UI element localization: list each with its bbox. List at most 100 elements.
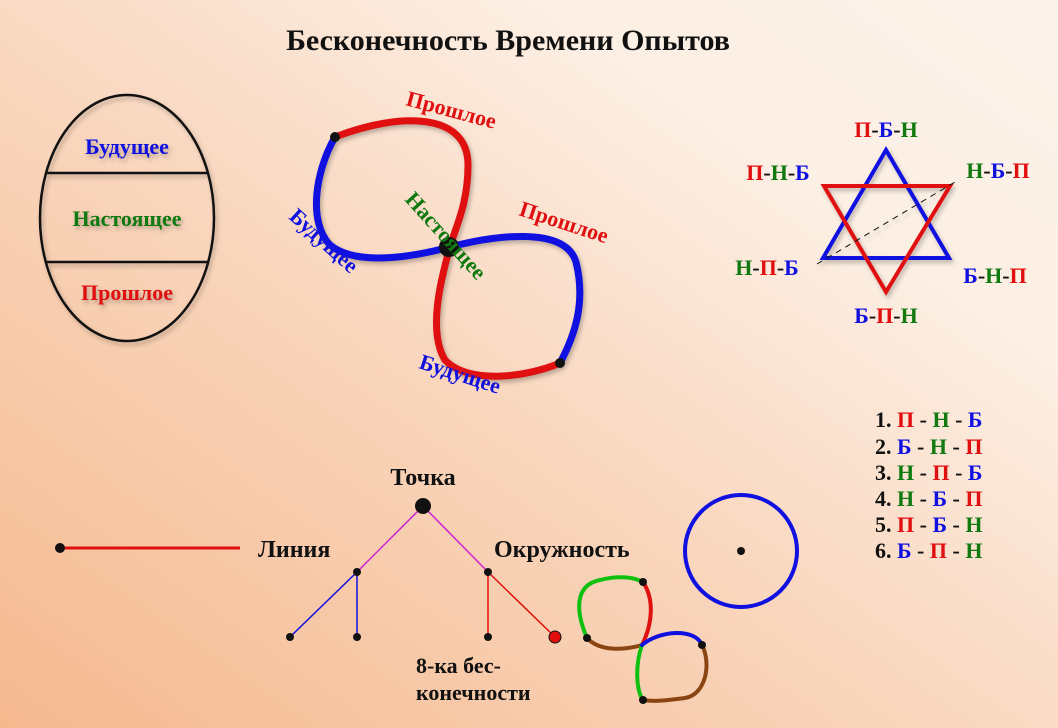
circle-shape xyxy=(683,493,799,609)
oval-future-label: Будущее xyxy=(85,134,169,159)
letter-token: Б xyxy=(879,117,894,142)
letter-token: Б xyxy=(854,303,869,328)
tree-branch xyxy=(356,505,424,573)
dimension-tree: Точка Линия Окружность 8-ка бес- конечно… xyxy=(55,465,799,705)
letter-token: - xyxy=(763,160,770,185)
letter-token: П xyxy=(965,486,982,511)
letter-token: П xyxy=(876,303,893,328)
letter-token: - xyxy=(947,538,965,563)
eight-arc-blue xyxy=(640,631,704,647)
tree-branch xyxy=(422,505,489,573)
oval-outline xyxy=(38,93,216,343)
tree-branch xyxy=(487,571,556,638)
past-arc-top xyxy=(331,117,472,251)
circle-label: Окружность xyxy=(494,537,630,563)
letter-token: Б xyxy=(932,512,947,537)
star-label-top: П-Б-Н xyxy=(854,117,917,142)
future-arc-right xyxy=(446,232,584,367)
letter-token: П xyxy=(746,160,763,185)
letter-token: П xyxy=(1010,263,1027,288)
star-label-bottom: Б-П-Н xyxy=(854,303,917,328)
star-label-lower-left: Н-П-Б xyxy=(735,255,798,280)
letter-token: Б xyxy=(795,160,810,185)
eight-arc-red xyxy=(640,580,653,647)
eight-arc-green xyxy=(635,643,645,702)
letter-token: 1. xyxy=(875,407,897,432)
eight-label-line1: 8-ка бес- xyxy=(416,653,501,678)
letter-token: - xyxy=(752,255,759,280)
letter-token: - xyxy=(912,538,930,563)
lemniscate xyxy=(312,117,584,380)
letter-token: П xyxy=(965,434,982,459)
eight-label-line2: конечности xyxy=(416,680,531,705)
eight-arc-brown xyxy=(641,643,709,703)
letter-token: - xyxy=(947,486,965,511)
letter-token: - xyxy=(978,263,985,288)
letter-token: Н xyxy=(932,407,949,432)
list-item: 3. Н - П - Б xyxy=(875,460,982,485)
letter-token: Б xyxy=(784,255,799,280)
tree-node xyxy=(484,633,492,641)
letter-token: - xyxy=(914,407,932,432)
letter-token: Н xyxy=(771,160,788,185)
letter-token: 2. xyxy=(875,434,897,459)
eight-node xyxy=(639,578,647,586)
hexagram xyxy=(816,146,956,296)
tree-node xyxy=(353,633,361,641)
letter-token: - xyxy=(869,303,876,328)
tree-node xyxy=(353,568,361,576)
star-label-lower-right: Б-Н-П xyxy=(963,263,1026,288)
letter-token: - xyxy=(914,486,932,511)
letter-token: П xyxy=(897,407,914,432)
letter-token: П xyxy=(854,117,871,142)
letter-token: - xyxy=(893,117,900,142)
oval-past-label: Прошлое xyxy=(81,280,173,305)
time-oval: Будущее Настоящее Прошлое xyxy=(38,93,216,343)
tree-node xyxy=(484,568,492,576)
letter-token: Н xyxy=(930,434,947,459)
tree-node-red xyxy=(548,630,562,644)
letter-token: Б xyxy=(968,407,983,432)
letter-token: 4. xyxy=(875,486,897,511)
star-label-upper-left: П-Н-Б xyxy=(746,160,809,185)
letter-token: - xyxy=(893,303,900,328)
list-item: 6. Б - П - Н xyxy=(875,538,982,563)
letter-token: Б xyxy=(963,263,978,288)
future-arc-left xyxy=(312,133,454,262)
letter-token: Б xyxy=(932,486,947,511)
letter-token: Н xyxy=(965,538,982,563)
letter-token: - xyxy=(950,460,968,485)
lemniscate-future-bottom-label: Будущее xyxy=(416,349,504,399)
dashed-diagonal xyxy=(816,181,956,265)
letter-token: Н xyxy=(901,117,918,142)
letter-token: - xyxy=(950,407,968,432)
list-item: 1. П - Н - Б xyxy=(875,407,982,432)
letter-token: - xyxy=(983,158,990,183)
oval-present-label: Настоящее xyxy=(73,206,182,231)
letter-token: - xyxy=(912,434,930,459)
eight-arc-brown xyxy=(585,636,644,651)
eight-node xyxy=(583,634,591,642)
tree-branch xyxy=(289,571,358,638)
letter-token: - xyxy=(788,160,795,185)
letter-token: Н xyxy=(897,486,914,511)
lemniscate-node xyxy=(330,132,340,142)
list-item: 2. Б - Н - П xyxy=(875,434,982,459)
circle-center-dot xyxy=(737,547,745,555)
eight-arc-green xyxy=(577,575,645,640)
letter-token: Н xyxy=(735,255,752,280)
letter-token: - xyxy=(1005,158,1012,183)
line-dot xyxy=(55,543,65,553)
letter-token: Н xyxy=(965,512,982,537)
letter-token: - xyxy=(871,117,878,142)
tree-node xyxy=(286,633,294,641)
letter-token: - xyxy=(914,512,932,537)
lemniscate-past-top-label: Прошлое xyxy=(404,86,500,134)
letter-token: Б xyxy=(991,158,1006,183)
small-eight xyxy=(577,575,709,703)
letter-token: Н xyxy=(966,158,983,183)
star-label-upper-right: Н-Б-П xyxy=(966,158,1029,183)
letter-token: Б xyxy=(897,538,912,563)
line-label: Линия xyxy=(258,537,330,563)
